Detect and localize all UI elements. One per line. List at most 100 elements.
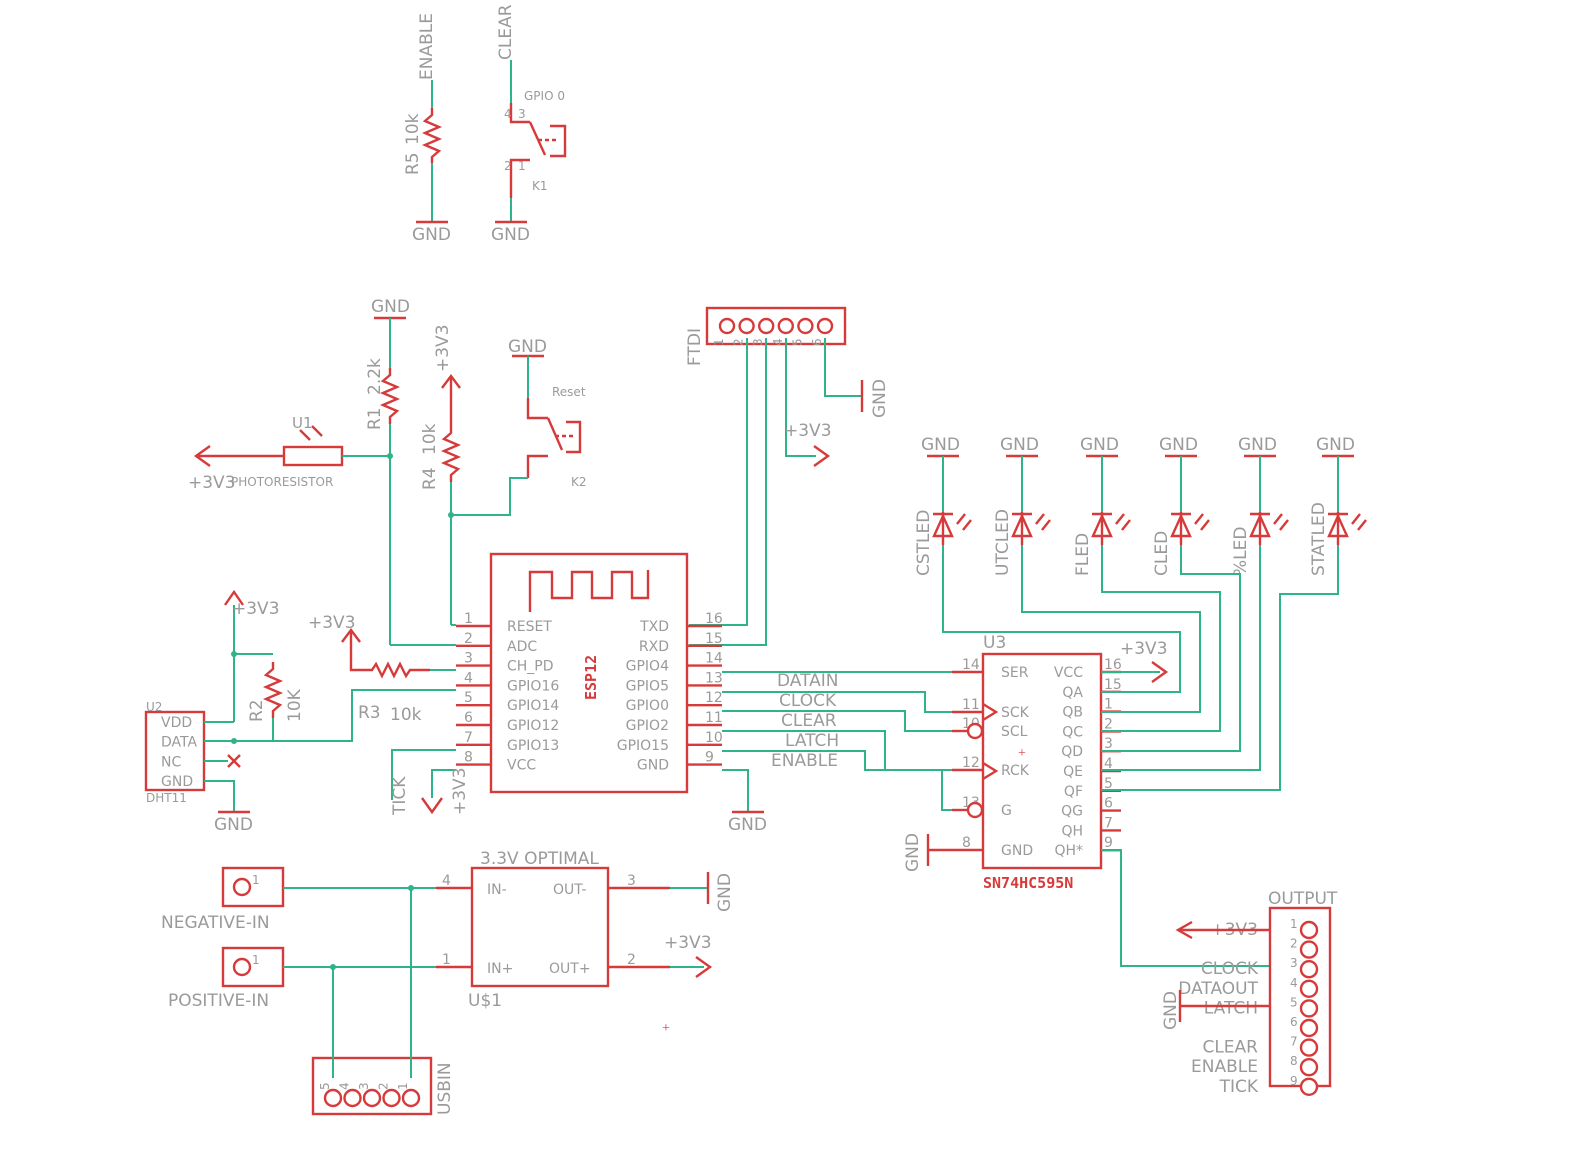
esp-pin-name: ADC: [507, 639, 537, 655]
ftdi-3v3-label: +3V3: [784, 421, 832, 441]
neg-in-name: NEGATIVE-IN: [161, 913, 270, 933]
esp-pin-name: GPIO2: [626, 718, 669, 734]
u3-pin-name: QD: [1061, 744, 1083, 760]
k2-name: K2: [571, 475, 587, 489]
output-pin-pad: [1299, 1038, 1319, 1057]
ftdi-pin-pad: [777, 317, 794, 335]
esp-pin-number: 12: [705, 690, 723, 706]
u3-pin-name: G: [1001, 803, 1012, 819]
u3-pin-name: GND: [1001, 843, 1033, 859]
u3-pin-name: QB: [1062, 705, 1083, 721]
dht-3v3-label: +3V3: [232, 599, 280, 619]
esp-pin-number: 6: [464, 710, 473, 726]
u3-pin-number: 12: [962, 755, 980, 771]
led-gnd-label: GND: [1238, 435, 1277, 455]
led-gnd-label: GND: [1080, 435, 1119, 455]
output-pin-pad: [1299, 920, 1319, 940]
led-name: STATLED: [1309, 502, 1329, 576]
ftdi-pin-number: 3: [751, 338, 765, 346]
output-net-label: CLEAR: [1202, 1038, 1258, 1058]
dht-value: DHT11: [146, 791, 187, 805]
r1-value: 2.2k: [365, 358, 385, 395]
ftdi-pin-number: 1: [712, 338, 726, 346]
usbin-pin-number: 3: [357, 1082, 371, 1090]
esp-pin-name: GPIO0: [626, 698, 669, 714]
esp-pin-number: 8: [464, 750, 473, 766]
ftdi-pin-number: 4: [771, 338, 785, 346]
r4-3v3-label: +3V3: [433, 324, 453, 372]
pos-pin: 1: [252, 953, 260, 967]
ftdi-pin-pad: [816, 317, 834, 335]
negative-in-terminal: 1 NEGATIVE-IN: [161, 866, 436, 933]
output-net-label: LATCH: [1204, 998, 1258, 1018]
led-gnd-label: GND: [921, 435, 960, 455]
usbin-pin-number: 1: [396, 1082, 410, 1090]
reg-gnd-label: GND: [715, 873, 735, 912]
u3-pin-name: SER: [1001, 665, 1029, 681]
esp-pin-number: 14: [705, 651, 723, 667]
esp-pin-name: GPIO4: [626, 659, 669, 675]
bus-enable-label: ENABLE: [771, 751, 838, 771]
k1-name: K1: [532, 179, 548, 193]
u3-pin-number: 16: [1104, 657, 1122, 673]
u3-pin-name: RCK: [1001, 763, 1030, 779]
esp-pin-name: RXD: [639, 639, 669, 655]
ftdi-pin-number: 5: [790, 338, 804, 346]
bus-datain-label: DATAIN: [777, 671, 839, 691]
dht-pin-name: VDD: [161, 715, 192, 731]
r3-name: R3: [358, 703, 381, 723]
output-pin-number: 4: [1290, 976, 1298, 990]
bus-clock-label: CLOCK: [779, 691, 837, 711]
output-pin-number: 6: [1290, 1015, 1298, 1029]
bus-clear-label: CLEAR: [781, 711, 837, 731]
ftdi-pin-number: 2: [732, 338, 746, 346]
pos-in-name: POSITIVE-IN: [168, 991, 269, 1011]
output-pin-number: 1: [1290, 917, 1298, 931]
ftdi-pin-pad: [718, 317, 736, 335]
usbin-pin-number: 5: [318, 1082, 332, 1090]
esp-gnd-label: GND: [728, 815, 767, 835]
u3-pin-number: 1: [1104, 697, 1113, 713]
output-pin-pad: [1299, 979, 1319, 998]
r4-k2-group: +3V3 R4 10k GND Reset K2: [420, 324, 587, 626]
u3-value: SN74HC595N: [983, 874, 1073, 892]
usbin-pin-pad: [401, 1088, 421, 1108]
usbin-pin-number: 2: [377, 1082, 391, 1090]
output-pin-pad: [1299, 1018, 1319, 1038]
usbin-pin-pad: [323, 1088, 343, 1108]
ftdi-pin-number: 6: [810, 338, 824, 346]
u3-pin-number: 9: [1104, 835, 1113, 851]
output-net-label: ENABLE: [1191, 1057, 1258, 1077]
u3-pin-name: QF: [1064, 784, 1083, 800]
u3-pin-name: SCK: [1001, 705, 1030, 721]
esp-pin-name: GPIO12: [507, 718, 559, 734]
output-connector: OUTPUT 1+3V323CLOCK4DATAOUT5LATCH67CLEAR…: [1161, 889, 1338, 1097]
esp-pin-number: 13: [705, 670, 723, 686]
esp-pin-number: 1: [464, 611, 473, 627]
led-array: GNDCSTLEDGNDUTCLEDGNDFLEDGNDCLEDGND%LEDG…: [914, 435, 1367, 576]
r2-name: R2: [247, 699, 267, 722]
stray-origin-mark: +: [662, 1021, 670, 1036]
u3-pin-name: QC: [1062, 724, 1083, 740]
led-gnd-label: GND: [1316, 435, 1355, 455]
k1-pin4: 4: [504, 107, 512, 121]
clear-net-label: CLEAR: [496, 4, 516, 60]
esp-pin-number: 15: [705, 631, 723, 647]
u3-pin-number: 3: [1104, 736, 1113, 752]
u3-pin-number: 14: [962, 657, 980, 673]
output-pin-pad: [1299, 940, 1319, 959]
reg-pin-inp: IN+: [487, 961, 513, 977]
output-pin-pad: [1299, 960, 1319, 979]
esp-pin-number: 9: [705, 750, 714, 766]
r1-name: R1: [365, 407, 385, 430]
u1-name: U1: [292, 414, 313, 432]
esp-pin-name: GPIO13: [507, 738, 559, 754]
u3-pin-name: QH: [1061, 823, 1083, 839]
k1-pin3: 3: [518, 107, 526, 121]
dht-pin-name: GND: [161, 774, 193, 790]
reg-pinnum-3: 3: [627, 873, 636, 889]
usbin-pin-pad: [362, 1088, 382, 1108]
